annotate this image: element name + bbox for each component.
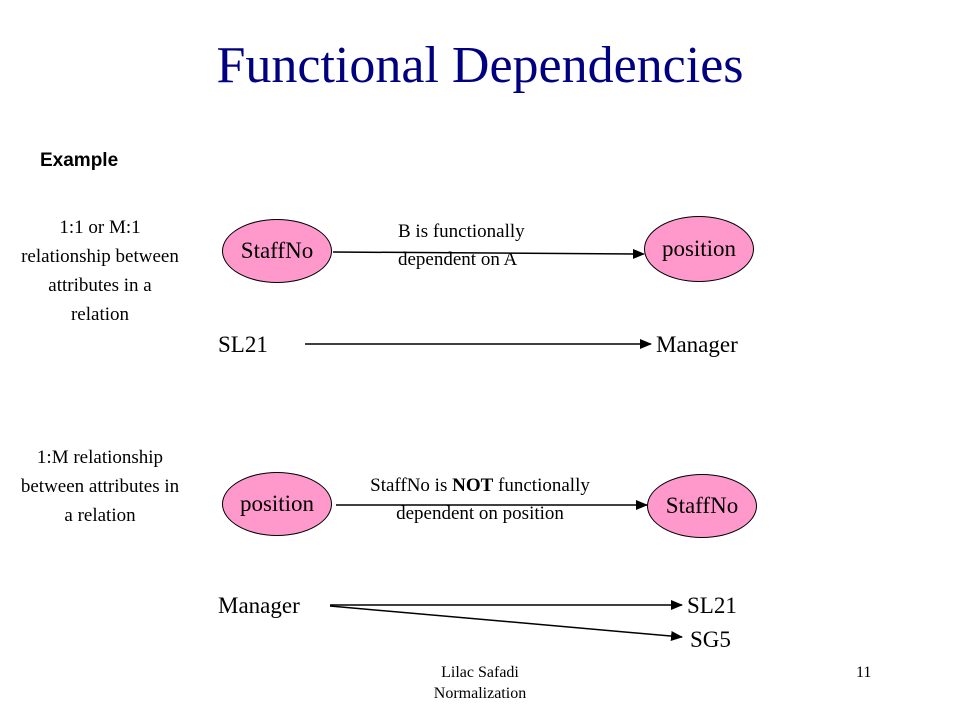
section2-note-pre: StaffNo is — [370, 475, 453, 496]
section1-note-line1: B is functionally — [398, 221, 525, 242]
footer-topic: Normalization — [433, 685, 527, 702]
staffno-ellipse-2: StaffNo — [647, 474, 757, 538]
staffno-ellipse-2-label: StaffNo — [665, 493, 739, 518]
section1-note-line2: dependent on A — [398, 249, 518, 270]
section1-ellipse-arrow — [332, 248, 645, 259]
section1-right-value: Manager — [656, 332, 738, 357]
position-ellipse-label: position — [661, 236, 737, 261]
example-label: Example — [40, 150, 119, 171]
position-ellipse-2-label: position — [239, 491, 315, 516]
staffno-ellipse-label: StaffNo — [240, 238, 314, 263]
slide-title: Functional Dependencies — [216, 37, 744, 94]
section2-arrow-note: StaffNo is NOT functionally dependent on… — [340, 472, 620, 528]
section2-note-line2: dependent on position — [396, 503, 564, 524]
position-ellipse-2: position — [222, 472, 332, 536]
section2-note-post: functionally — [493, 475, 590, 496]
section2-left-value: Manager — [218, 593, 300, 618]
section2-right-value-1: SL21 — [687, 593, 737, 618]
section2-value-arrow-2 — [329, 605, 683, 642]
section1-arrow-note: B is functionally dependent on A — [398, 218, 525, 274]
section1-left-value: SL21 — [218, 332, 268, 357]
section2-side-label: 1:M relationship between attributes in a… — [20, 447, 180, 526]
section2-right-value-2: SG5 — [690, 627, 731, 652]
section2-note-not: NOT — [452, 475, 494, 496]
section1-side-label: 1:1 or M:1 relationship between attribut… — [21, 217, 179, 325]
footer-author: Lilac Safadi — [441, 664, 519, 681]
section2-note-line1: StaffNo is NOT functionally — [340, 472, 620, 500]
staffno-ellipse: StaffNo — [222, 219, 332, 283]
footer-text: Lilac Safadi Normalization — [380, 662, 580, 704]
page-number: 11 — [856, 664, 872, 681]
